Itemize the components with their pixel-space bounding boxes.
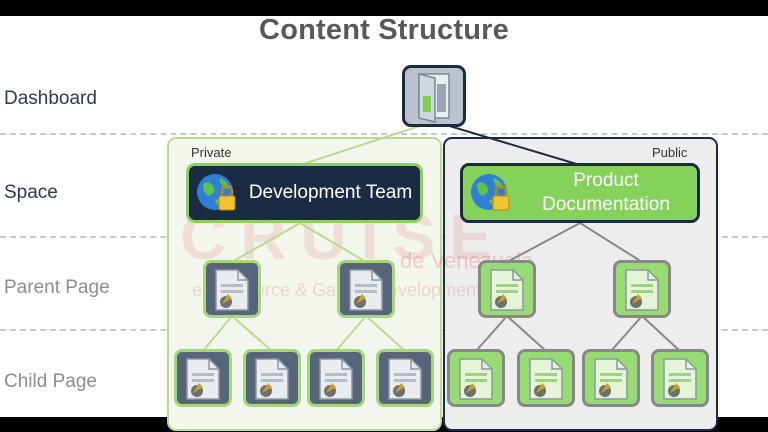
row-label-parent-page: Parent Page (4, 277, 110, 298)
product-documentation-space[interactable]: Product Documentation (460, 163, 700, 223)
document-icon (459, 358, 493, 400)
child-page-node[interactable] (243, 349, 301, 407)
document-icon (529, 358, 563, 400)
dashboard-node[interactable] (402, 65, 466, 127)
public-label: Public (652, 145, 688, 160)
development-team-label: Development Team (248, 182, 413, 203)
document-icon (255, 358, 289, 400)
parent-page-node[interactable] (337, 260, 395, 318)
child-page-node[interactable] (517, 349, 575, 407)
row-label-space: Space (4, 182, 58, 203)
document-icon (349, 269, 383, 311)
child-page-node[interactable] (376, 349, 434, 407)
private-label: Private (191, 145, 232, 160)
child-page-node[interactable] (582, 349, 640, 407)
child-page-node[interactable] (174, 349, 232, 407)
child-page-node[interactable] (307, 349, 365, 407)
product-documentation-label: Product Documentation (542, 170, 670, 215)
document-icon (186, 358, 220, 400)
globe-lock-icon (197, 174, 236, 211)
parent-page-node[interactable] (203, 260, 261, 318)
document-icon (490, 269, 524, 311)
child-page-node[interactable] (447, 349, 505, 407)
door-icon (418, 73, 450, 123)
row-divider (0, 133, 768, 135)
document-icon (388, 358, 422, 400)
document-icon (319, 358, 353, 400)
slide-title: Content Structure (259, 14, 509, 46)
parent-page-node[interactable] (613, 260, 671, 318)
letterbox-top (0, 0, 768, 16)
row-label-child-page: Child Page (4, 371, 97, 392)
document-icon (215, 269, 249, 311)
document-icon (625, 269, 659, 311)
child-page-node[interactable] (651, 349, 709, 407)
globe-lock-icon (471, 174, 510, 211)
row-label-dashboard: Dashboard (4, 88, 97, 109)
parent-page-node[interactable] (478, 260, 536, 318)
development-team-space[interactable]: Development Team (186, 163, 423, 223)
document-icon (594, 358, 628, 400)
document-icon (663, 358, 697, 400)
